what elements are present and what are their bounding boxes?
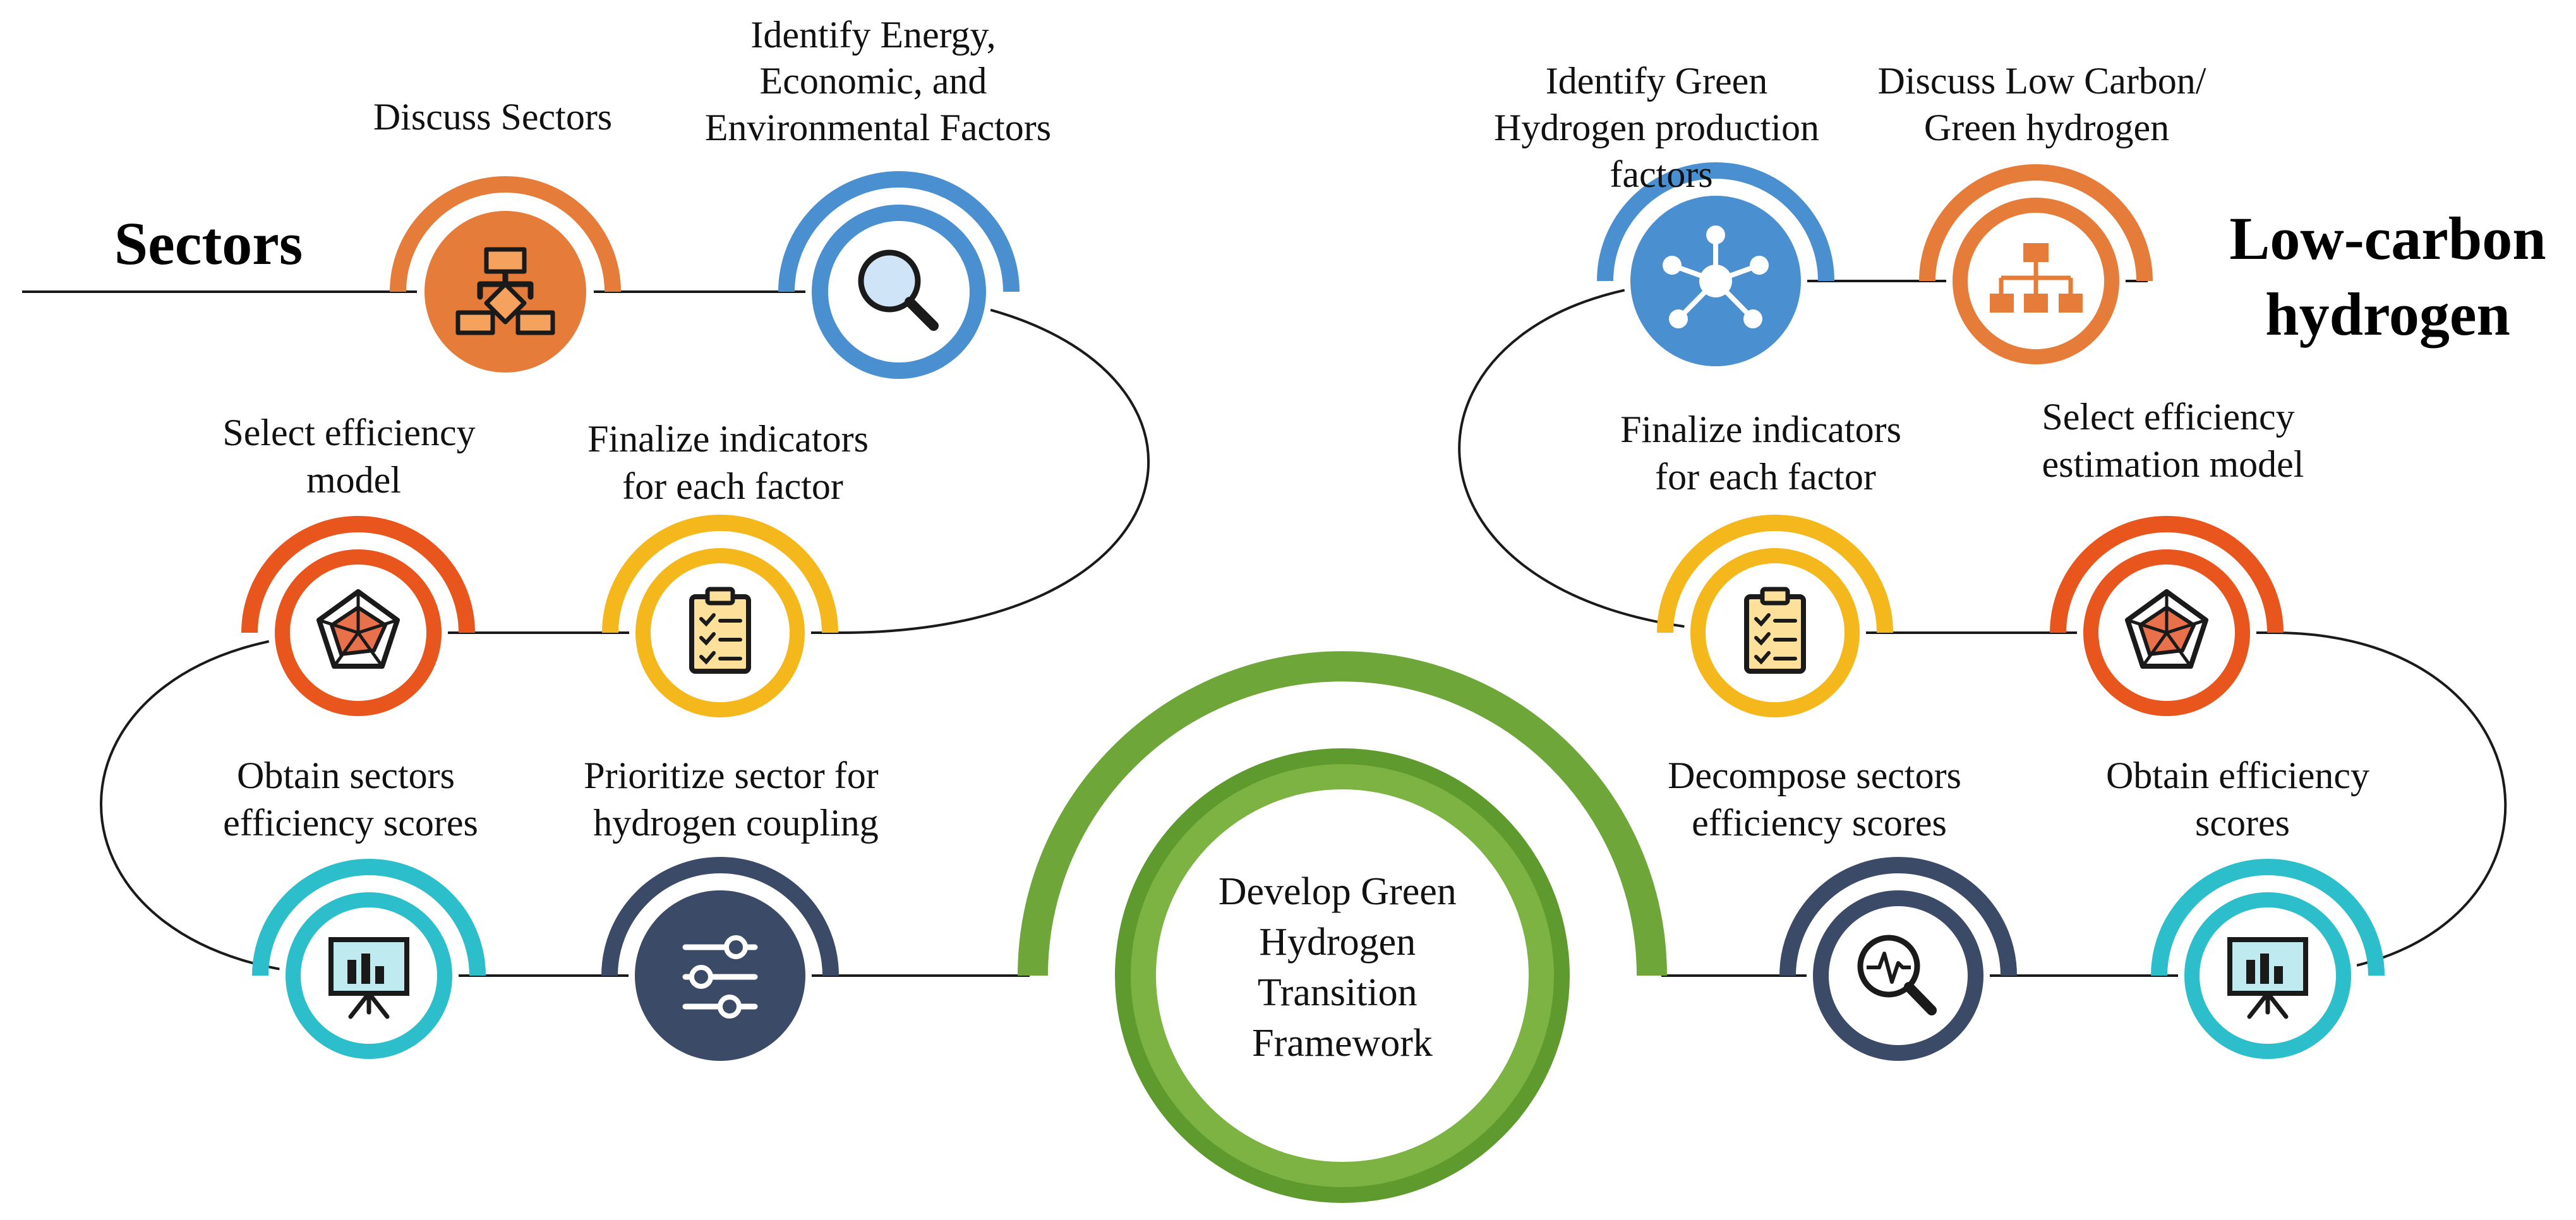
- svg-text:Select efficiency model: Select efficiency model: [222, 412, 485, 501]
- analysis-magnifier-icon: [1857, 935, 1937, 1015]
- node-arc: [1657, 515, 1893, 633]
- node-label: Finalize indicators: [587, 418, 869, 460]
- low-carbon-title-line2: hydrogen: [2265, 280, 2510, 348]
- node-label: for each factor: [1655, 456, 1876, 498]
- connector-curve: [1458, 280, 1776, 634]
- node-label: Identify Energy,: [750, 14, 996, 56]
- node-arc: [241, 516, 475, 633]
- node-select-efficiency-estimation: Select efficiency estimation model: [2042, 396, 2304, 722]
- node-discuss-sectors: Discuss Sectors: [373, 96, 621, 380]
- center-label-line: Framework: [1252, 1022, 1433, 1065]
- node-label: Obtain sectors: [237, 755, 455, 796]
- node-identify-green-hydrogen: Identify Green Hydrogen production facto…: [1494, 60, 1834, 373]
- node-arc: [778, 171, 1020, 292]
- radar-chart-icon: [2125, 589, 2208, 669]
- node-arc: [1919, 164, 2153, 282]
- sectors-title: Sectors: [114, 210, 303, 277]
- node-label: efficiency scores: [223, 802, 478, 844]
- svg-text:Finalize indicators for: Finalize indicators for each factor: [1620, 409, 1911, 498]
- node-label: efficiency scores: [1692, 802, 1947, 844]
- node-finalize-indicators-left: Finalize indicators for each factor: [587, 418, 878, 724]
- node-label: Discuss Sectors: [373, 96, 612, 138]
- flowchart-icon: [455, 247, 555, 335]
- node-arc: [601, 857, 839, 976]
- node-label: Select efficiency: [222, 412, 475, 453]
- node-identify-factors: Identify Energy, Economic, and Environme…: [705, 14, 1051, 385]
- node-label: for each factor: [622, 465, 843, 507]
- node-label: Discuss Low Carbon/: [1878, 60, 2206, 102]
- sliders-icon: [682, 935, 758, 1019]
- svg-text:Finalize indicators for: Finalize indicators for each factor: [587, 418, 878, 507]
- svg-text:Identify Energy, Economi: Identify Energy, Economic, and Environme…: [705, 14, 1051, 148]
- node-obtain-efficiency-scores: Obtain efficiency scores: [2106, 755, 2385, 1065]
- svg-text:Identify Green Hydrogen: Identify Green Hydrogen production facto…: [1494, 60, 1829, 195]
- node-arc: [2050, 516, 2284, 633]
- network-icon: [1663, 225, 1769, 328]
- center-outer-arc: [1018, 651, 1667, 976]
- node-arc: [602, 515, 838, 633]
- node-finalize-indicators-right: Finalize indicators for each factor: [1620, 409, 1911, 724]
- node-label: Prioritize sector for: [584, 755, 879, 796]
- node-label: Hydrogen production: [1494, 107, 1819, 148]
- node-label: hydrogen coupling: [593, 802, 879, 844]
- node-label: Select efficiency: [2042, 396, 2294, 438]
- center-label-line: Hydrogen: [1259, 921, 1416, 964]
- node-discuss-low-carbon: Discuss Low Carbon/ Green hydrogen: [1878, 60, 2216, 371]
- node-label: Finalize indicators: [1620, 409, 1901, 450]
- node-label: Environmental Factors: [705, 107, 1051, 148]
- svg-text:Develop Green Hydrogen: Develop Green Hydrogen Transition Framew…: [1219, 870, 1467, 1065]
- svg-text:Prioritize sector for hy: Prioritize sector for hydrogen coupling: [584, 755, 888, 844]
- hierarchy-icon: [1990, 243, 2083, 313]
- center-label-line: Develop Green: [1219, 870, 1457, 913]
- node-label: Green hydrogen: [1924, 107, 2169, 148]
- node-arc: [1597, 162, 1834, 282]
- node-label: Identify Green: [1546, 60, 1768, 102]
- center-disc: [1156, 789, 1529, 1162]
- svg-text:Discuss Sectors: Discuss Sectors: [373, 96, 612, 138]
- node-label: scores: [2195, 802, 2290, 844]
- low-carbon-title-line1: Low-carbon: [2229, 205, 2546, 272]
- node-label: model: [306, 459, 401, 501]
- center-label-line: Transition: [1258, 971, 1417, 1014]
- center-node-framework: Develop Green Hydrogen Transition Framew…: [1018, 651, 1667, 1203]
- svg-text:Select efficiency estima: Select efficiency estimation model: [2042, 396, 2304, 485]
- checklist-icon: [689, 587, 751, 674]
- node-label: Economic, and: [760, 60, 987, 102]
- radar-chart-icon: [316, 589, 400, 669]
- node-arc: [2151, 859, 2385, 976]
- node-prioritize-sector: Prioritize sector for hydrogen coupling: [584, 755, 888, 1067]
- node-obtain-sectors-scores: Obtain sectors efficiency scores: [223, 755, 486, 1065]
- connector-curve: [2267, 631, 2507, 977]
- svg-text:Obtain sectors efficienc: Obtain sectors efficiency scores: [223, 755, 478, 844]
- node-label: Decompose sectors: [1668, 755, 1961, 796]
- node-label: estimation model: [2042, 443, 2304, 485]
- node-label: Obtain efficiency: [2106, 755, 2369, 796]
- node-arc: [390, 176, 621, 292]
- search-icon: [858, 249, 939, 331]
- checklist-icon: [1744, 587, 1806, 674]
- node-label: factors: [1610, 153, 1712, 195]
- connector-curve: [840, 290, 1150, 634]
- node-arc: [1779, 857, 2017, 976]
- svg-text:Discuss Low Carbon/ Gree: Discuss Low Carbon/ Green hydrogen: [1878, 60, 2216, 148]
- presentation-chart-icon: [2227, 937, 2308, 1019]
- svg-text:Obtain efficiency scores: Obtain efficiency scores: [2106, 755, 2379, 844]
- svg-text:Decompose sectors effici: Decompose sectors efficiency scores: [1668, 755, 1971, 844]
- node-select-efficiency-model: Select efficiency model: [222, 412, 485, 722]
- presentation-chart-icon: [328, 937, 409, 1019]
- node-decompose-scores: Decompose sectors efficiency scores: [1668, 755, 2017, 1067]
- node-arc: [252, 859, 486, 976]
- connector-curve: [100, 631, 358, 977]
